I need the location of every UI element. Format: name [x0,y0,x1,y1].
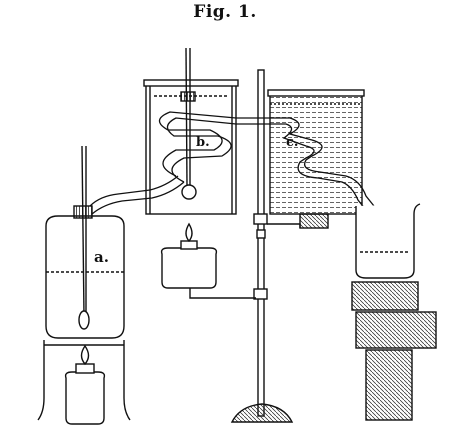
condenser-c [267,89,365,229]
thermometer-b [181,47,197,200]
figure-caption: Fig. 1. [193,2,257,22]
label-b: b. [196,135,210,150]
coiled-tube [89,111,375,215]
spirit-lamp-b [160,222,256,299]
spirit-lamp-a [64,344,106,425]
retort-stand [230,69,294,423]
label-c: c. [286,135,298,150]
receiver-glass [355,203,421,279]
boiler-stand [37,340,131,421]
receiver-blocks [351,281,437,421]
thermometer-a [78,145,90,330]
label-a: a. [94,248,109,266]
